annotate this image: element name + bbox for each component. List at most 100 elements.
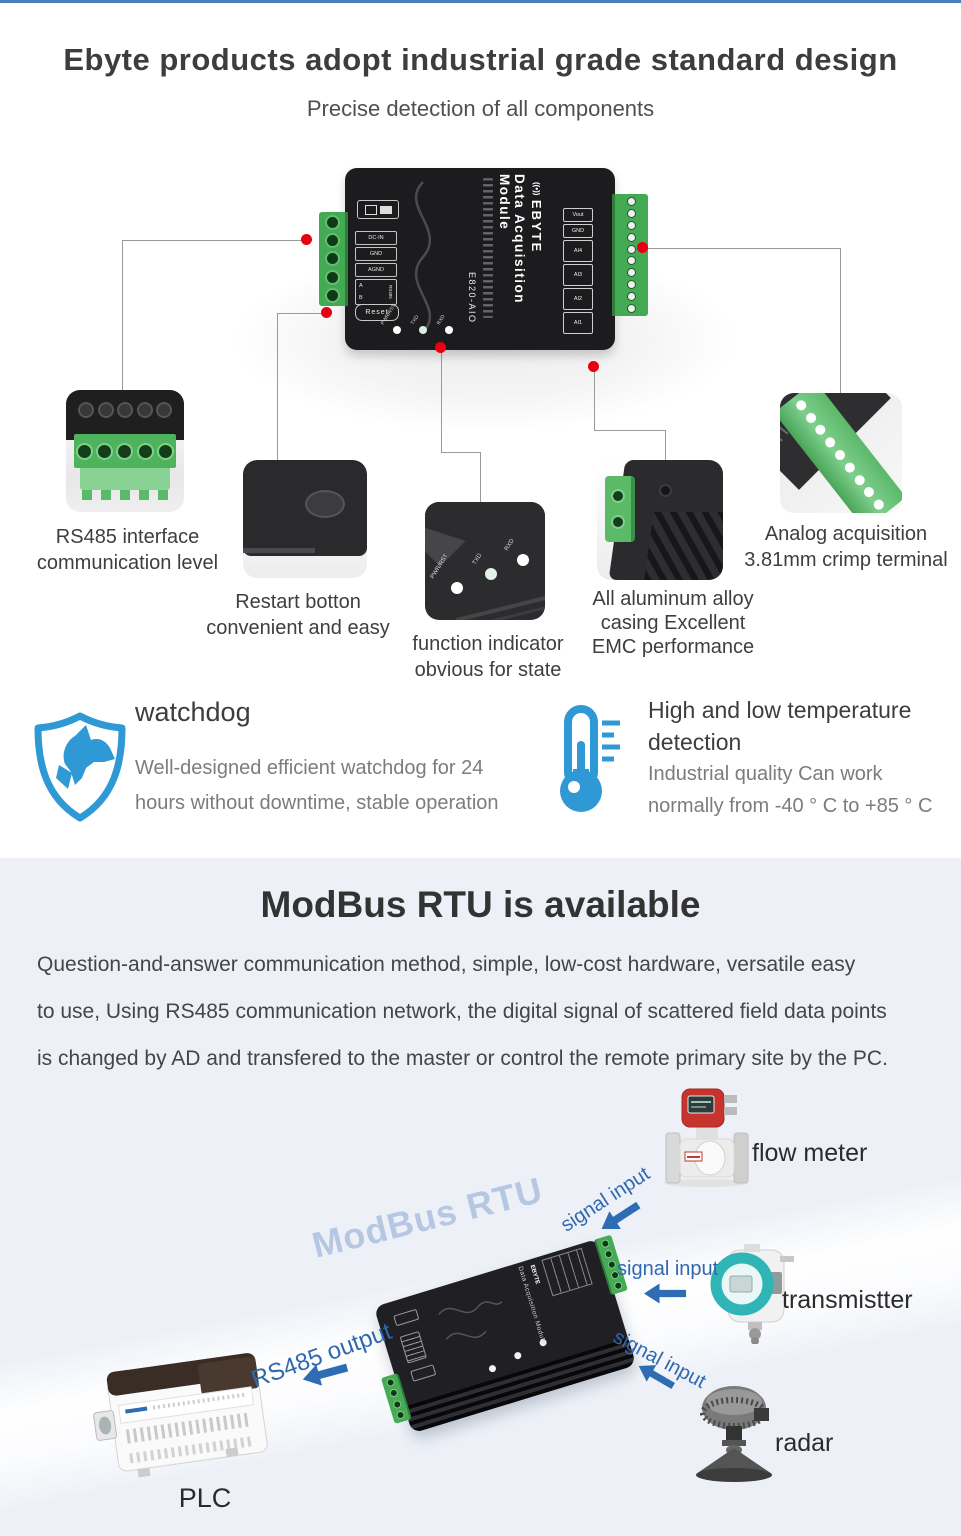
terminal-hole bbox=[627, 280, 636, 290]
port-label-grid bbox=[541, 1247, 593, 1297]
terminal-green-top bbox=[74, 434, 176, 468]
left-terminal-block bbox=[319, 212, 348, 306]
terminal-hole bbox=[627, 196, 636, 206]
terminal-feet bbox=[82, 490, 168, 500]
modbus-paragraph-line: is changed by AD and transfered to the m… bbox=[37, 1047, 888, 1070]
callout-line bbox=[277, 313, 278, 462]
label-line: RS485 interface bbox=[55, 526, 200, 548]
device-model-text: E820-AIO bbox=[467, 272, 477, 324]
terminal-hole bbox=[627, 208, 636, 218]
txd-led bbox=[485, 568, 497, 580]
right-terminal-block bbox=[612, 194, 648, 316]
port-label: DC-IN bbox=[355, 231, 397, 245]
transmitter-image bbox=[710, 1244, 794, 1344]
terminal-hole bbox=[627, 304, 636, 314]
right-port-labels: Vout GND AI4 AI3 AI2 AI1 bbox=[563, 208, 593, 334]
temperature-title-line: High and low temperature bbox=[648, 697, 912, 723]
callout-line bbox=[441, 452, 480, 453]
pwr-led bbox=[393, 326, 401, 334]
port-label: AI1 bbox=[563, 312, 593, 334]
indicator-leds-photo: PWR/RST TXD RXD bbox=[425, 502, 545, 620]
label-line: EMC performance bbox=[591, 636, 755, 658]
restart-callout-label: Restart botton convenient and easy bbox=[187, 589, 409, 641]
watchdog-shield-icon bbox=[34, 712, 126, 822]
callout-line bbox=[441, 348, 442, 452]
callout-line bbox=[277, 313, 327, 314]
antenna-icon: ((•)) bbox=[532, 182, 541, 196]
port-label: GND bbox=[563, 224, 593, 238]
terminal-hole bbox=[627, 292, 636, 302]
watchdog-text-line: hours without downtime, stable operation bbox=[135, 792, 499, 814]
watchdog-text-line: Well-designed efficient watchdog for 24 bbox=[135, 757, 484, 779]
terminal-screw bbox=[324, 251, 340, 267]
label-line: convenient and easy bbox=[206, 617, 390, 639]
terminal-hole bbox=[627, 244, 636, 254]
label-line: Restart botton bbox=[235, 591, 361, 613]
terminal-hole bbox=[627, 256, 636, 266]
callout-line bbox=[594, 367, 595, 430]
rs485-arrow-icon bbox=[302, 1363, 349, 1386]
casing-fins bbox=[644, 512, 723, 580]
sine-wave-graphic bbox=[415, 181, 431, 333]
radar-image bbox=[696, 1386, 772, 1482]
terminal-screw bbox=[324, 215, 340, 231]
connector-holes bbox=[78, 402, 172, 418]
rs485-port-label: A B RS485 bbox=[355, 279, 397, 305]
terminal-screw bbox=[324, 269, 340, 285]
rxd-led bbox=[517, 554, 529, 566]
callout-line bbox=[643, 248, 840, 249]
label-line: 3.81mm crimp terminal bbox=[744, 549, 948, 571]
left-port-labels: DC-IN GND AGND A B RS485 bbox=[355, 231, 397, 305]
temperature-title-line: detection bbox=[648, 729, 742, 755]
green-connector bbox=[605, 476, 635, 542]
sine-wave-graphic bbox=[438, 1300, 503, 1340]
aluminum-casing-photo bbox=[597, 460, 723, 580]
page-subtitle: Precise detection of all components bbox=[306, 96, 655, 121]
restart-button-photo bbox=[243, 460, 367, 578]
reset-box bbox=[410, 1364, 437, 1382]
vent-slots bbox=[483, 178, 493, 318]
terminal-hole bbox=[627, 232, 636, 242]
radar-label: radar bbox=[775, 1429, 834, 1457]
watchdog-title: watchdog bbox=[135, 697, 251, 727]
screw-hole bbox=[659, 484, 672, 497]
flow-meter-image bbox=[664, 1088, 749, 1187]
brand-text: EBYTE bbox=[528, 1264, 541, 1286]
port-label: RS485 bbox=[388, 285, 393, 299]
port-label: AI2 bbox=[563, 288, 593, 310]
port-label: AGND bbox=[355, 263, 397, 277]
rs485-callout-label: RS485 interface communication level bbox=[0, 524, 255, 576]
aluminum-callout-label: All aluminum alloy casing Excellent EMC … bbox=[567, 587, 779, 659]
port-label: Vout bbox=[563, 208, 593, 222]
plc-label: PLC bbox=[178, 1483, 232, 1513]
signal-arrow-icon bbox=[601, 1201, 641, 1229]
terminal-screw bbox=[324, 287, 340, 303]
callout-line bbox=[840, 248, 841, 395]
rs485-connector-photo bbox=[66, 390, 184, 512]
terminal-green-body bbox=[80, 468, 170, 490]
device-body bbox=[345, 168, 615, 350]
crimp-terminal-photo bbox=[780, 393, 902, 513]
callout-line bbox=[480, 452, 481, 503]
reset-button-photo bbox=[305, 490, 345, 518]
callout-dot bbox=[588, 361, 599, 372]
left-terminal-block bbox=[380, 1372, 413, 1425]
label-line: obvious for state bbox=[414, 659, 562, 681]
port-label: GND bbox=[355, 247, 397, 261]
pwr-led bbox=[451, 582, 463, 594]
callout-line bbox=[122, 240, 307, 241]
dc-power-icon bbox=[357, 200, 399, 219]
label-line: function indicator bbox=[412, 633, 564, 655]
terminal-hole bbox=[627, 268, 636, 278]
modbus-paragraph-line: to use, Using RS485 communication networ… bbox=[37, 1000, 887, 1023]
terminal-screw bbox=[324, 233, 340, 249]
modbus-device-image: Data Acquisition Module EBYTE bbox=[373, 1234, 637, 1434]
txd-led bbox=[513, 1351, 523, 1360]
port-label: AI4 bbox=[563, 240, 593, 262]
temperature-text-line: Industrial quality Can work bbox=[648, 763, 883, 785]
signal-arrow-icon bbox=[644, 1283, 686, 1304]
temperature-text-line: normally from -40 ° C to +85 ° C bbox=[648, 795, 933, 817]
brand-logo: ((•)) EBYTE bbox=[527, 182, 545, 253]
pwr-led bbox=[488, 1364, 497, 1373]
